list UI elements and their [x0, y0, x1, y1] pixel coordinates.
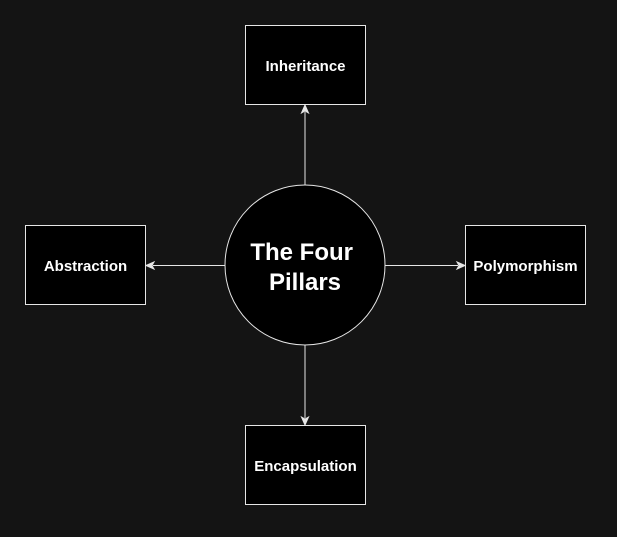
center-title-line2: Pillars: [269, 269, 341, 296]
center-title: The Four Pillars: [250, 239, 359, 296]
node-encapsulation-box: [245, 425, 366, 505]
node-polymorphism-label: Polymorphism: [473, 258, 577, 275]
node-encapsulation-label: Encapsulation: [254, 458, 357, 475]
center-node[interactable]: The Four Pillars: [224, 184, 386, 346]
node-abstraction[interactable]: Abstraction: [25, 225, 146, 305]
node-abstraction-box: [25, 225, 146, 305]
node-encapsulation[interactable]: Encapsulation: [245, 425, 366, 505]
center-title-line1: The Four: [250, 239, 353, 266]
node-inheritance-box: [245, 25, 366, 105]
node-inheritance-label: Inheritance: [265, 58, 345, 75]
connectors: [144, 103, 467, 427]
center-circle: [224, 184, 386, 346]
arrow-to-encapsulation: [300, 415, 310, 427]
node-polymorphism[interactable]: Polymorphism: [465, 225, 586, 305]
node-abstraction-label: Abstraction: [44, 258, 127, 275]
arrow-to-inheritance: [300, 103, 310, 115]
node-inheritance[interactable]: Inheritance: [245, 25, 366, 105]
arrow-to-polymorphism: [455, 260, 467, 271]
arrow-to-abstraction: [144, 260, 156, 271]
node-polymorphism-box: [465, 225, 586, 305]
